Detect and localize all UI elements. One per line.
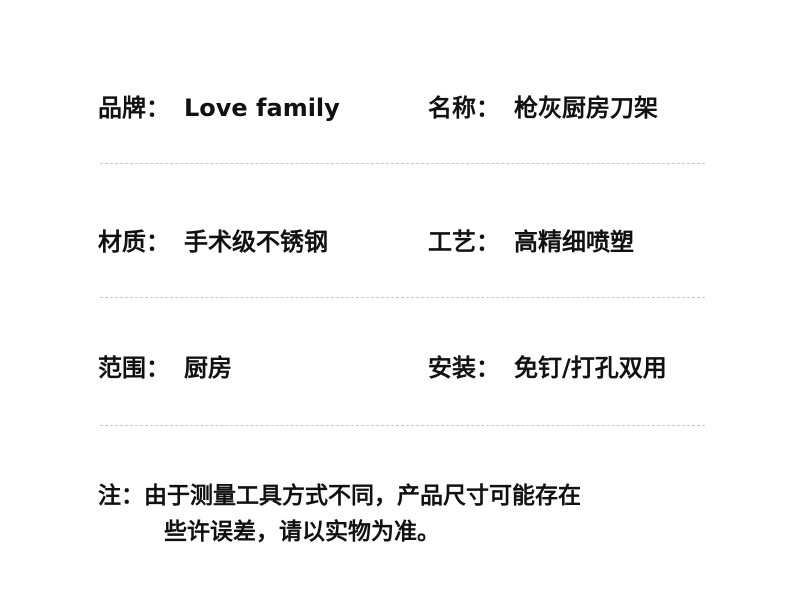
spec-label: 安装：	[428, 354, 500, 382]
note-line: 些许误差，请以实物为准。	[164, 519, 440, 545]
divider	[100, 163, 705, 164]
divider	[100, 297, 705, 298]
spec-value: 枪灰厨房刀架	[514, 94, 658, 122]
spec-row: 范围： 厨房 安装： 免钉/打孔双用	[98, 348, 708, 388]
spec-label: 品牌：	[98, 94, 170, 122]
spec-row: 品牌： Love family 名称： 枪灰厨房刀架	[98, 88, 708, 128]
spec-value: Love family	[184, 94, 340, 122]
disclaimer-note: 注：由于测量工具方式不同，产品尺寸可能存在 些许误差，请以实物为准。	[98, 478, 581, 550]
spec-value: 免钉/打孔双用	[514, 354, 667, 382]
note-line: 注：由于测量工具方式不同，产品尺寸可能存在	[98, 483, 581, 509]
spec-value: 手术级不锈钢	[184, 228, 328, 256]
spec-label: 名称：	[428, 94, 500, 122]
spec-label: 材质：	[98, 228, 170, 256]
spec-value: 厨房	[184, 354, 232, 382]
spec-label: 范围：	[98, 354, 170, 382]
spec-row: 材质： 手术级不锈钢 工艺： 高精细喷塑	[98, 222, 708, 262]
divider	[100, 425, 705, 426]
spec-label: 工艺：	[428, 228, 500, 256]
spec-value: 高精细喷塑	[514, 228, 634, 256]
